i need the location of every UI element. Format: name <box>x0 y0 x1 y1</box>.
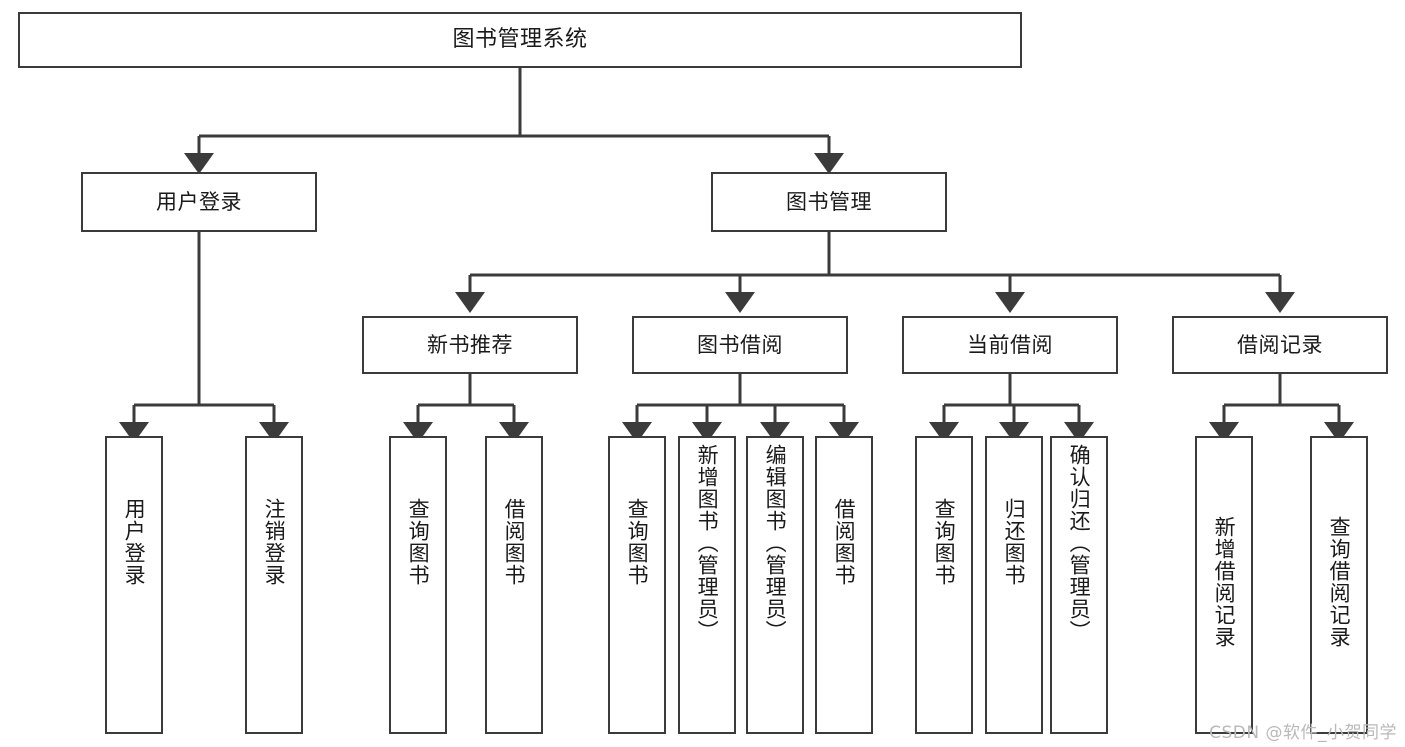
leaf-query-borrow-record-label: 查询借阅记录 <box>1327 516 1352 648</box>
leaf-logout-login-label: 注销登录 <box>262 498 287 586</box>
leaf-logout-login[interactable]: 注销登录 <box>245 436 303 734</box>
leaf-confirm-return-admin[interactable]: 确认归还（管理员） <box>1050 436 1108 734</box>
node-borrow-record[interactable]: 借阅记录 <box>1172 316 1388 374</box>
leaf-user-login[interactable]: 用户登录 <box>105 436 163 734</box>
node-root[interactable]: 图书管理系统 <box>18 12 1022 68</box>
node-borrow-record-label: 借阅记录 <box>1237 332 1323 357</box>
leaf-borrow-book-1-label: 借阅图书 <box>502 498 527 586</box>
leaf-return-book[interactable]: 归还图书 <box>985 436 1043 734</box>
leaf-query-borrow-record[interactable]: 查询借阅记录 <box>1310 436 1368 734</box>
node-user-login-label: 用户登录 <box>156 189 242 214</box>
leaf-edit-book-admin[interactable]: 编辑图书（管理员） <box>746 436 804 734</box>
node-book-borrow-label: 图书借阅 <box>697 332 783 357</box>
node-current-borrow[interactable]: 当前借阅 <box>902 316 1118 374</box>
leaf-borrow-book-2-label: 借阅图书 <box>832 498 857 586</box>
leaf-confirm-return-admin-label: 确认归还（管理员） <box>1067 444 1092 642</box>
leaf-return-book-label: 归还图书 <box>1002 498 1027 586</box>
leaf-add-borrow-record-label: 新增借阅记录 <box>1212 516 1237 648</box>
leaf-add-book-admin-label: 新增图书（管理员） <box>695 444 720 642</box>
node-new-book-recommend[interactable]: 新书推荐 <box>362 316 578 374</box>
node-current-borrow-label: 当前借阅 <box>967 332 1053 357</box>
node-book-borrow[interactable]: 图书借阅 <box>632 316 848 374</box>
leaf-query-book-1-label: 查询图书 <box>406 498 431 586</box>
leaf-borrow-book-2[interactable]: 借阅图书 <box>815 436 873 734</box>
node-new-book-recommend-label: 新书推荐 <box>427 332 513 357</box>
leaf-query-book-3[interactable]: 查询图书 <box>915 436 973 734</box>
leaf-add-book-admin[interactable]: 新增图书（管理员） <box>678 436 736 734</box>
leaf-query-book-3-label: 查询图书 <box>932 498 957 586</box>
node-book-manage[interactable]: 图书管理 <box>711 172 947 232</box>
node-root-label: 图书管理系统 <box>452 27 588 53</box>
leaf-add-borrow-record[interactable]: 新增借阅记录 <box>1195 436 1253 734</box>
leaf-edit-book-admin-label: 编辑图书（管理员） <box>763 444 788 642</box>
node-book-manage-label: 图书管理 <box>786 189 872 214</box>
watermark: CSDN @软件_小贺同学 <box>1209 723 1397 743</box>
leaf-query-book-2[interactable]: 查询图书 <box>608 436 666 734</box>
leaf-query-book-2-label: 查询图书 <box>625 498 650 586</box>
leaf-user-login-label: 用户登录 <box>122 498 147 586</box>
leaf-query-book-1[interactable]: 查询图书 <box>389 436 447 734</box>
node-user-login[interactable]: 用户登录 <box>81 172 317 232</box>
leaf-borrow-book-1[interactable]: 借阅图书 <box>485 436 543 734</box>
